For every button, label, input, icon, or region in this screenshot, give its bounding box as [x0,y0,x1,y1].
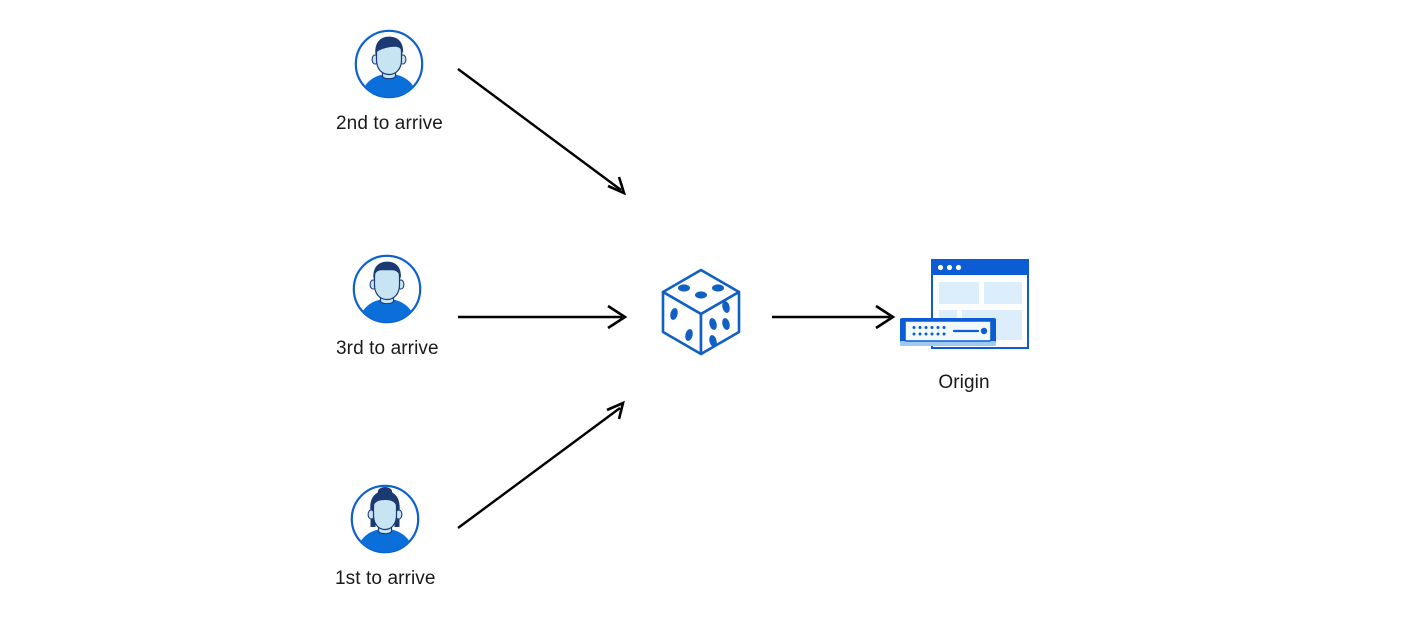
arrow-bottom-client-to-dice [457,400,625,529]
origin-server-icon [898,258,1030,358]
node-client-top[interactable]: 2nd to arrive [336,28,443,135]
node-label-client-middle: 3rd to arrive [336,338,439,359]
user-avatar-icon [349,483,421,555]
user-avatar-icon [351,253,423,325]
node-label-client-bottom: 1st to arrive [335,568,436,589]
router-appliance-icon [900,318,996,346]
dice-icon [658,267,744,357]
node-client-middle[interactable]: 3rd to arrive [336,253,439,360]
node-client-bottom[interactable]: 1st to arrive [335,483,436,590]
arrow-top-client-to-dice [457,68,627,196]
node-origin[interactable]: Origin [898,258,1030,394]
arrow-middle-client-to-dice [458,304,628,330]
node-label-client-top: 2nd to arrive [336,113,443,134]
node-randomizer[interactable] [658,267,744,357]
user-avatar-icon [353,28,425,100]
node-label-origin: Origin [938,372,990,393]
arrow-dice-to-origin [772,304,896,330]
